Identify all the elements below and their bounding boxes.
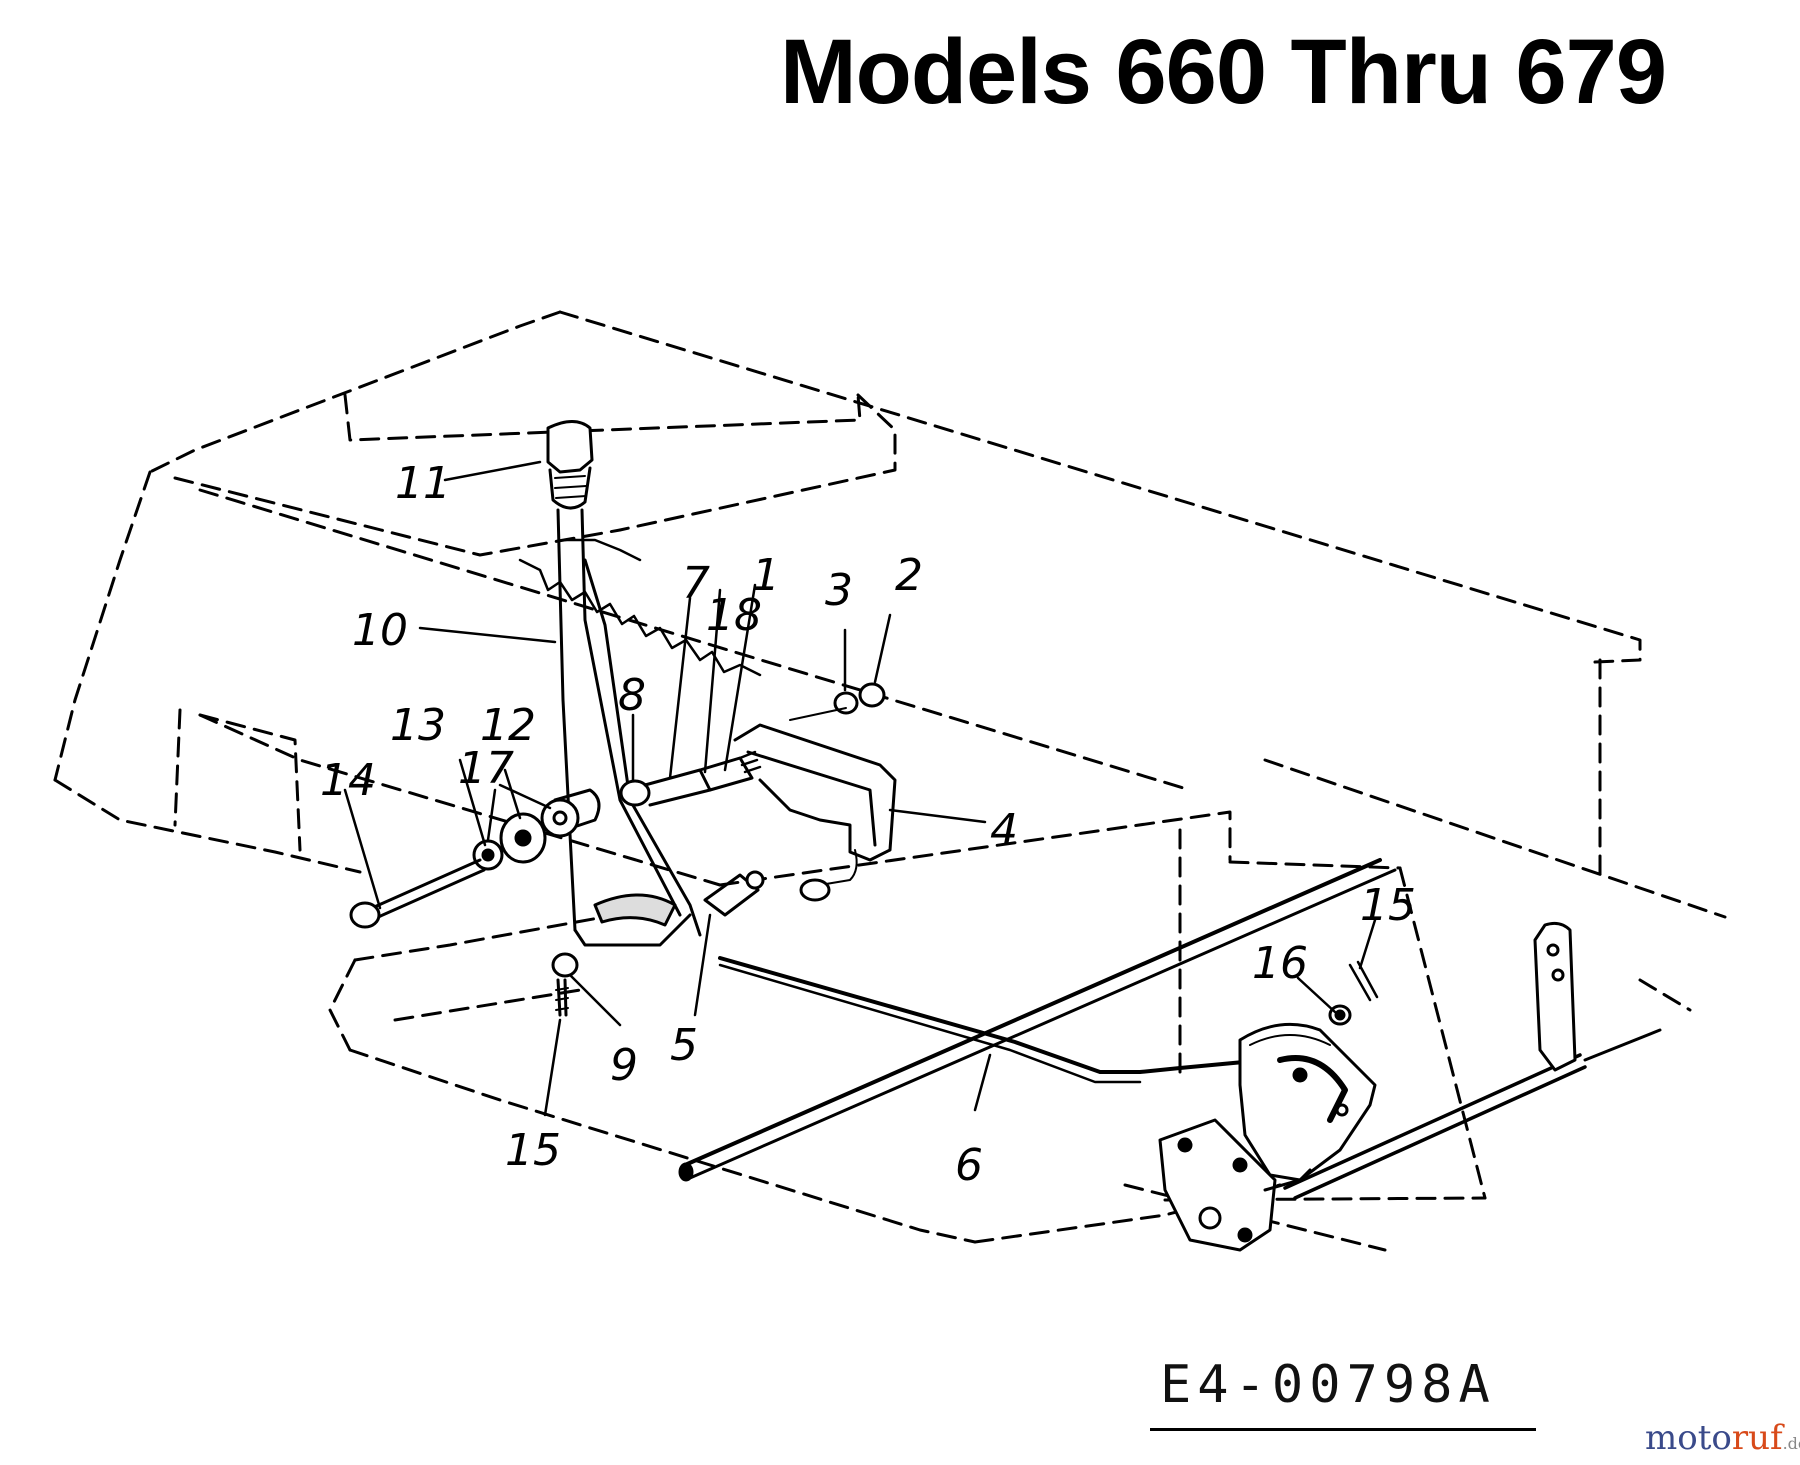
callout-6: 6 bbox=[955, 1140, 983, 1191]
nut-washer-set bbox=[789, 682, 886, 721]
watermark-logo: motoruf.de bbox=[1645, 1418, 1800, 1458]
tractor-body-outline bbox=[53, 310, 1727, 1252]
callout-8: 8 bbox=[618, 670, 646, 721]
callout-labels: 1 2 3 4 5 6 7 8 9 10 11 12 13 14 15 15 1… bbox=[320, 458, 1416, 1191]
callout-15-lower: 15 bbox=[505, 1125, 561, 1176]
watermark-part-2: ruf bbox=[1731, 1418, 1783, 1458]
bolt-washer-stack bbox=[349, 788, 601, 929]
drawing-number-underline bbox=[1150, 1428, 1536, 1431]
watermark-suffix: .de bbox=[1782, 1434, 1800, 1453]
callout-15-upper: 15 bbox=[1360, 880, 1416, 931]
retainer-clip bbox=[703, 870, 765, 917]
leader-lines bbox=[343, 460, 1377, 1117]
shift-rod bbox=[718, 956, 1267, 1084]
callout-18: 18 bbox=[706, 590, 762, 641]
callout-5: 5 bbox=[670, 1020, 698, 1071]
callout-7: 7 bbox=[682, 558, 710, 609]
callout-17: 17 bbox=[458, 743, 514, 794]
callout-9: 9 bbox=[610, 1040, 638, 1091]
watermark-part-1: moto bbox=[1645, 1418, 1732, 1458]
cross-shaft bbox=[678, 858, 1397, 1182]
shift-knob bbox=[546, 420, 594, 510]
pivot-assembly bbox=[619, 750, 762, 807]
callout-4: 4 bbox=[990, 805, 1018, 856]
callout-14: 14 bbox=[320, 755, 376, 806]
callout-3: 3 bbox=[825, 565, 853, 616]
callout-11: 11 bbox=[395, 458, 451, 509]
callout-10: 10 bbox=[352, 605, 408, 656]
diagram-title: Models 660 Thru 679 bbox=[780, 21, 1667, 123]
callout-16: 16 bbox=[1252, 938, 1308, 989]
mounting-bracket bbox=[733, 723, 897, 902]
upper-bolt-washer bbox=[1328, 960, 1379, 1026]
drawing-number: E4-00798A bbox=[1160, 1355, 1496, 1415]
callout-1: 1 bbox=[752, 550, 780, 601]
callout-13: 13 bbox=[390, 700, 446, 751]
pivot-mount-plate bbox=[1158, 1118, 1312, 1252]
shift-lever bbox=[556, 508, 702, 947]
shift-plate bbox=[1238, 1022, 1377, 1182]
brake-shaft-arm bbox=[1283, 921, 1662, 1200]
callout-2: 2 bbox=[895, 550, 923, 601]
lower-bolt bbox=[551, 952, 579, 1017]
callout-12: 12 bbox=[480, 700, 536, 751]
